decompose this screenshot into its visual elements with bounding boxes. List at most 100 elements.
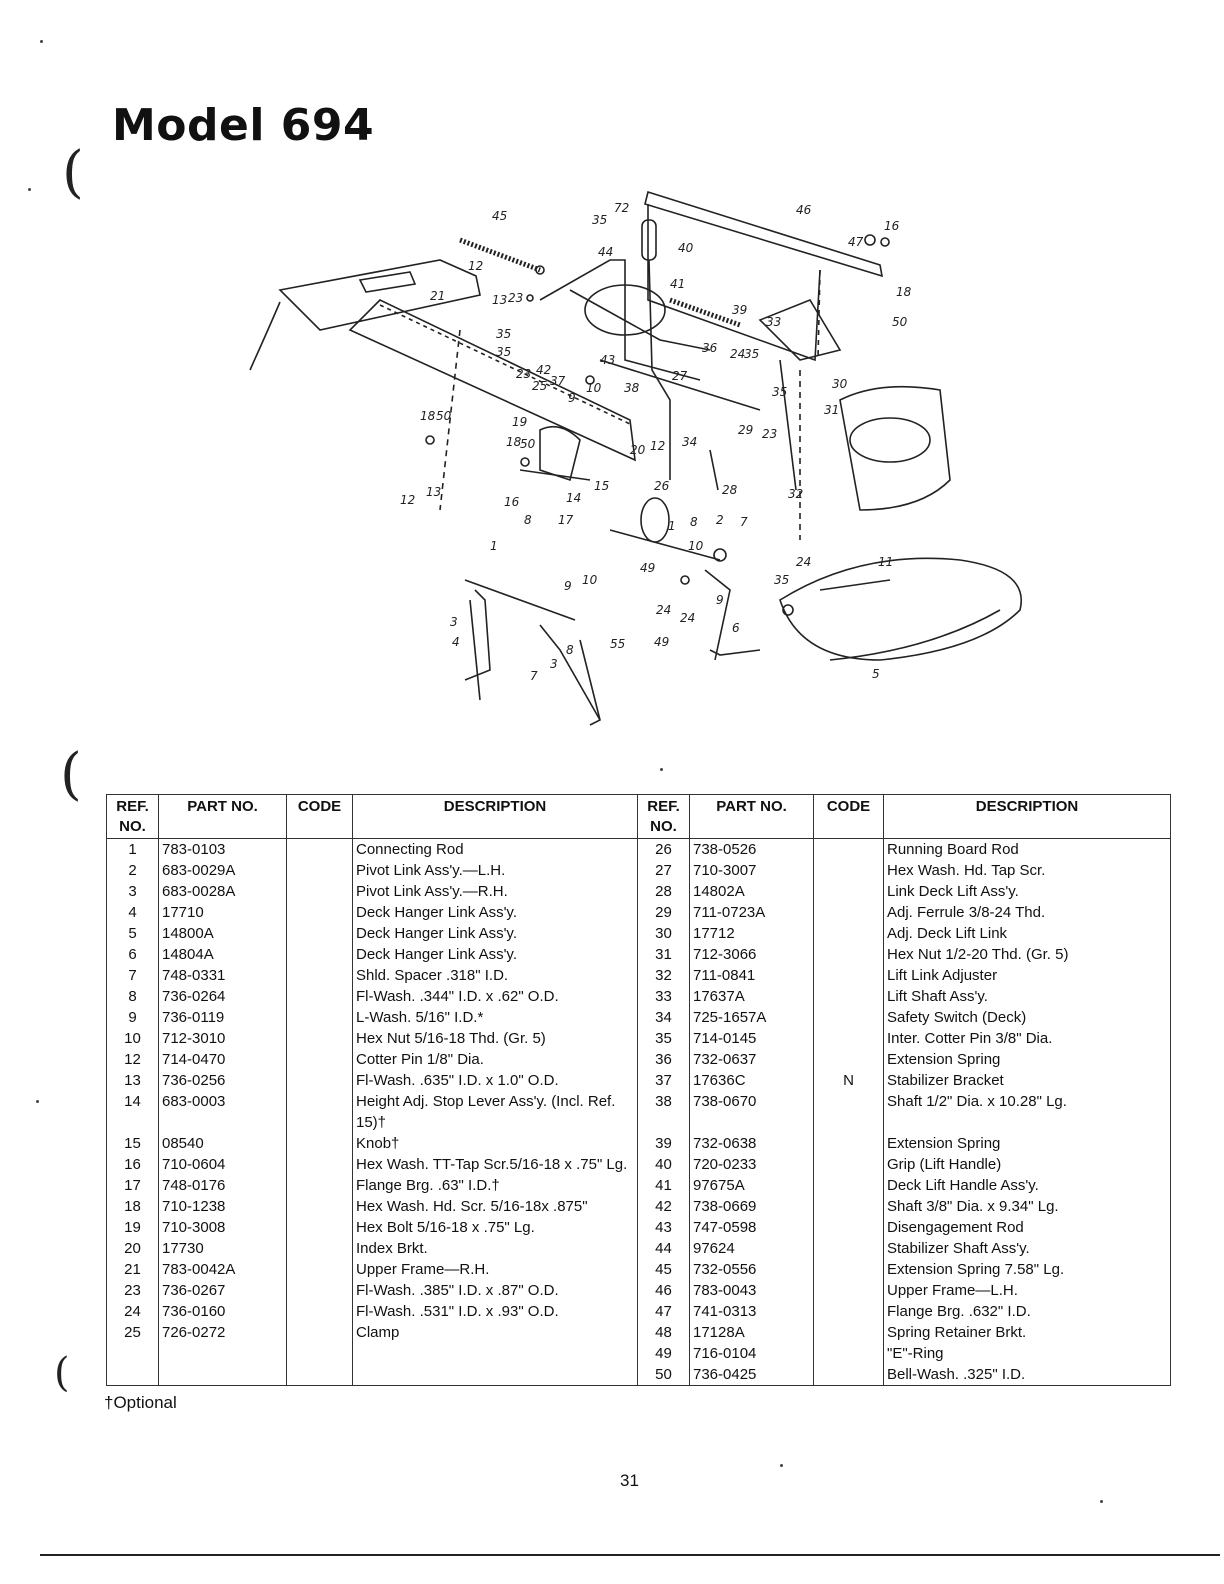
description: Hex Wash. TT-Tap Scr.5/16-18 x .75" Lg.: [352, 1154, 638, 1175]
binder-mark-top: (: [62, 140, 84, 205]
description: Running Board Rod: [883, 838, 1171, 860]
part-no: 732-0556: [689, 1259, 814, 1280]
description: Deck Hanger Link Ass'y.: [352, 944, 638, 965]
callout: 43: [600, 353, 615, 367]
empty-cell: [158, 1343, 287, 1364]
callout: 8: [690, 515, 698, 529]
part-no: 748-0176: [158, 1175, 287, 1196]
header-code: CODE: [813, 794, 884, 839]
callout: 16: [884, 219, 900, 233]
part-no: 747-0598: [689, 1217, 814, 1238]
callout: 13: [426, 485, 441, 499]
binder-mark-middle: (: [60, 742, 82, 807]
description: Extension Spring: [883, 1133, 1171, 1154]
callout: 18: [506, 435, 522, 449]
part-no: 783-0042A: [158, 1259, 287, 1280]
description: Hex Wash. Hd. Scr. 5/16-18x .875": [352, 1196, 638, 1217]
code: [813, 1238, 884, 1259]
ref-no: 25: [106, 1322, 159, 1343]
ref-no: 32: [637, 965, 690, 986]
ref-no: 37: [637, 1070, 690, 1091]
description: Fl-Wash. .344" I.D. x .62" O.D.: [352, 986, 638, 1007]
callout: 24: [730, 347, 745, 361]
part-no: 14802A: [689, 881, 814, 902]
code: [286, 1133, 353, 1154]
code: [813, 986, 884, 1007]
ref-no: 12: [106, 1049, 159, 1070]
callout: 38: [624, 381, 640, 395]
mower-deck: [779, 557, 1022, 661]
code: [286, 881, 353, 902]
ref-no: 40: [637, 1154, 690, 1175]
callout: 35: [592, 213, 607, 227]
description: Inter. Cotter Pin 3/8" Dia.: [883, 1028, 1171, 1049]
callout: 9: [564, 579, 572, 593]
callout: 44: [598, 245, 613, 259]
code: [813, 944, 884, 965]
ref-no: 5: [106, 923, 159, 944]
callout: 23: [516, 367, 531, 381]
scan-speck: [780, 1464, 783, 1467]
description: Stabilizer Bracket: [883, 1070, 1171, 1091]
callout: 14: [566, 491, 581, 505]
callout: 13: [492, 293, 507, 307]
part-no: 17730: [158, 1238, 287, 1259]
lift-handle-grip: [641, 219, 657, 261]
ref-no: 33: [637, 986, 690, 1007]
description: Flange Brg. .632" I.D.: [883, 1301, 1171, 1322]
callout: 16: [504, 495, 520, 509]
description: Bell-Wash. .325" I.D.: [883, 1364, 1171, 1386]
code: [813, 838, 884, 860]
part-no: 14800A: [158, 923, 287, 944]
header-ref: REF. NO.: [106, 794, 159, 839]
description: Safety Switch (Deck): [883, 1007, 1171, 1028]
ref-no: 28: [637, 881, 690, 902]
code: [813, 965, 884, 986]
code: [813, 1007, 884, 1028]
pivot-link-rh: [704, 569, 731, 661]
ref-no: 42: [637, 1196, 690, 1217]
code: [813, 1364, 884, 1386]
part-no: 17128A: [689, 1322, 814, 1343]
callout: 1: [668, 519, 676, 533]
ref-no: 20: [106, 1238, 159, 1259]
callout: 15: [594, 479, 609, 493]
callout: 31: [824, 403, 839, 417]
callout: 55: [610, 637, 625, 651]
description: Upper Frame—R.H.: [352, 1259, 638, 1280]
description: Connecting Rod: [352, 838, 638, 860]
code: [286, 1070, 353, 1091]
part-no: 08540: [158, 1133, 287, 1154]
description: Grip (Lift Handle): [883, 1154, 1171, 1175]
description: Shaft 3/8" Dia. x 9.34" Lg.: [883, 1196, 1171, 1217]
part-no: 17710: [158, 902, 287, 923]
part-no: 710-0604: [158, 1154, 287, 1175]
description: Shld. Spacer .318" I.D.: [352, 965, 638, 986]
empty-cell: [286, 1364, 353, 1386]
part-no: 732-0637: [689, 1049, 814, 1070]
code: [813, 923, 884, 944]
ref-no: 38: [637, 1091, 690, 1133]
callout: 10: [688, 539, 704, 553]
ref-no: 8: [106, 986, 159, 1007]
callout: 42: [536, 363, 551, 377]
callout: 8: [566, 643, 574, 657]
callout: 24: [680, 611, 695, 625]
part-no: 710-1238: [158, 1196, 287, 1217]
description: Height Adj. Stop Lever Ass'y. (Incl. Ref…: [352, 1091, 638, 1133]
callout: 41: [670, 277, 685, 291]
ref-no: 49: [637, 1343, 690, 1364]
empty-cell: [106, 1343, 159, 1364]
description: Hex Bolt 5/16-18 x .75" Lg.: [352, 1217, 638, 1238]
part-no: 720-0233: [689, 1154, 814, 1175]
page-title: Model 694: [112, 100, 375, 151]
ref-no: 26: [637, 838, 690, 860]
callout: 10: [582, 573, 598, 587]
callout: 49: [640, 561, 655, 575]
header-code: CODE: [286, 794, 353, 839]
ref-no: 46: [637, 1280, 690, 1301]
